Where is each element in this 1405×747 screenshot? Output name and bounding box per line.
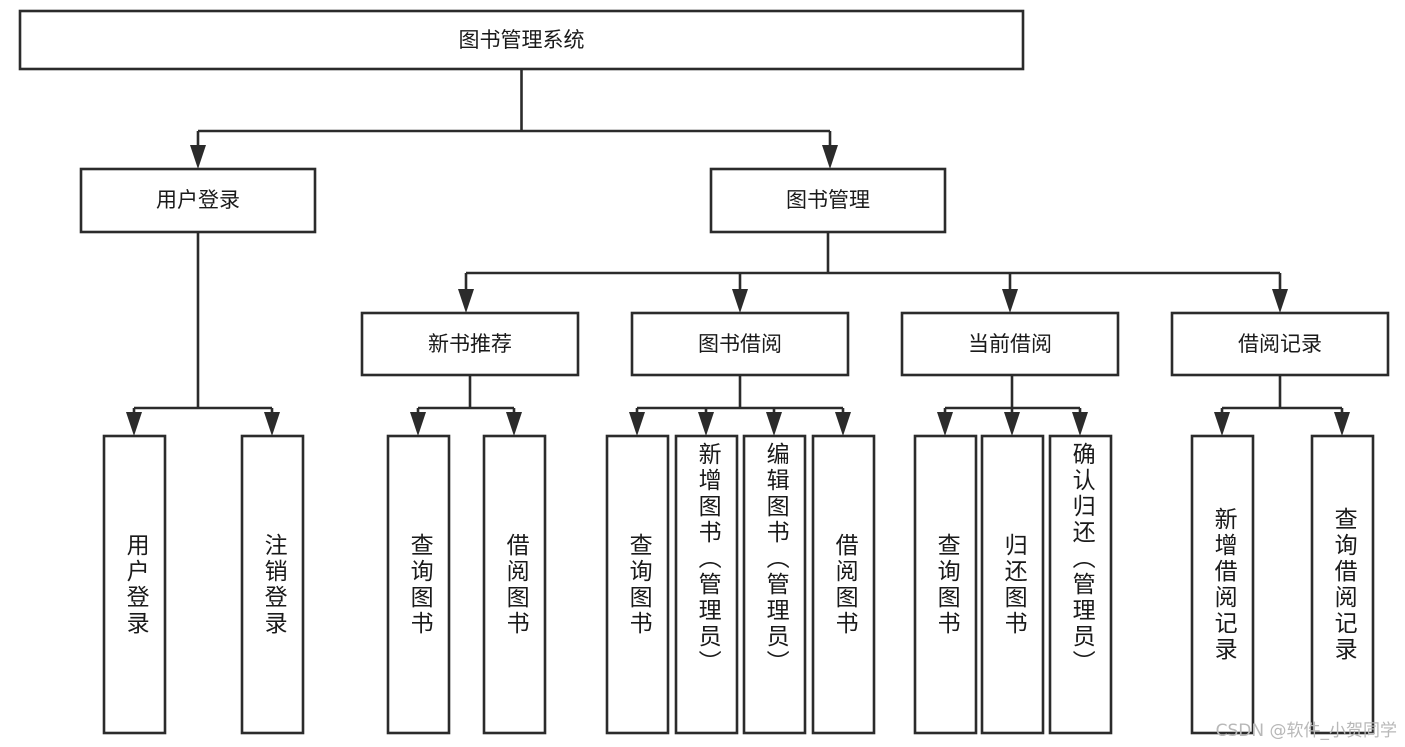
node-label-book-borrow: 图书借阅	[698, 332, 782, 356]
arrow-head-borrow-query-book	[629, 412, 645, 436]
node-box-leaf-record-query-record[interactable]	[1310, 434, 1375, 735]
arrow-head-borrow-record	[1272, 289, 1288, 313]
node-label-borrow-record: 借阅记录	[1238, 332, 1322, 356]
arrow-head-current-confirm-return	[1072, 412, 1088, 436]
node-label-root: 图书管理系统	[459, 28, 585, 52]
node-layer: 图书管理系统 用户登录 图书管理 新书推荐 图书借阅 当前借阅 借阅记录	[18, 9, 1390, 735]
node-box-leaf-borrow-borrow-book[interactable]	[811, 434, 876, 735]
node-box-leaf-user-logout[interactable]	[240, 434, 305, 735]
node-box-leaf-current-query-book[interactable]	[913, 434, 978, 735]
node-label-book-manage: 图书管理	[786, 188, 870, 212]
node-box-leaf-recommend-borrow-book[interactable]	[482, 434, 547, 735]
node-box-leaf-current-confirm-return[interactable]	[1048, 434, 1113, 735]
node-box-root[interactable]	[18, 9, 1025, 71]
arrow-head-leaf-user-logout	[264, 412, 280, 436]
arrow-head-recommend-borrow-book	[506, 412, 522, 436]
node-label-new-book-recommend: 新书推荐	[428, 332, 512, 356]
node-box-leaf-borrow-query-book[interactable]	[605, 434, 670, 735]
node-label-user-login: 用户登录	[156, 188, 240, 212]
connector-layer	[126, 69, 1350, 436]
node-box-current-borrow[interactable]	[900, 311, 1120, 377]
arrow-head-book-manage	[822, 145, 838, 169]
node-box-leaf-record-add-record[interactable]	[1190, 434, 1255, 735]
node-box-leaf-user-login[interactable]	[102, 434, 167, 735]
node-box-leaf-current-return-book[interactable]	[980, 434, 1045, 735]
arrow-head-borrow-add-book	[698, 412, 714, 436]
arrow-head-current-query-book	[937, 412, 953, 436]
arrow-head-current-return-book	[1004, 412, 1020, 436]
arrow-head-leaf-user-login	[126, 412, 142, 436]
arrow-head-current-borrow	[1002, 289, 1018, 313]
node-label-current-borrow: 当前借阅	[968, 332, 1052, 356]
node-box-book-manage[interactable]	[709, 167, 947, 234]
arrow-head-book-borrow	[732, 289, 748, 313]
node-box-leaf-borrow-add-book[interactable]	[674, 434, 739, 735]
arrow-head-record-add-record	[1214, 412, 1230, 436]
arrow-head-user-login	[190, 145, 206, 169]
csdn-watermark: CSDN @软件_小贺同学	[1215, 721, 1397, 741]
arrow-head-record-query-record	[1334, 412, 1350, 436]
node-box-borrow-record[interactable]	[1170, 311, 1390, 377]
node-box-book-borrow[interactable]	[630, 311, 850, 377]
node-box-leaf-recommend-query-book[interactable]	[386, 434, 451, 735]
arrow-head-borrow-borrow-book	[835, 412, 851, 436]
arrow-head-recommend-query-book	[410, 412, 426, 436]
node-box-leaf-borrow-edit-book[interactable]	[742, 434, 807, 735]
arrow-head-borrow-edit-book	[766, 412, 782, 436]
node-box-new-book-recommend[interactable]	[360, 311, 580, 377]
node-box-user-login[interactable]	[79, 167, 317, 234]
arrow-head-new-book-recommend	[458, 289, 474, 313]
